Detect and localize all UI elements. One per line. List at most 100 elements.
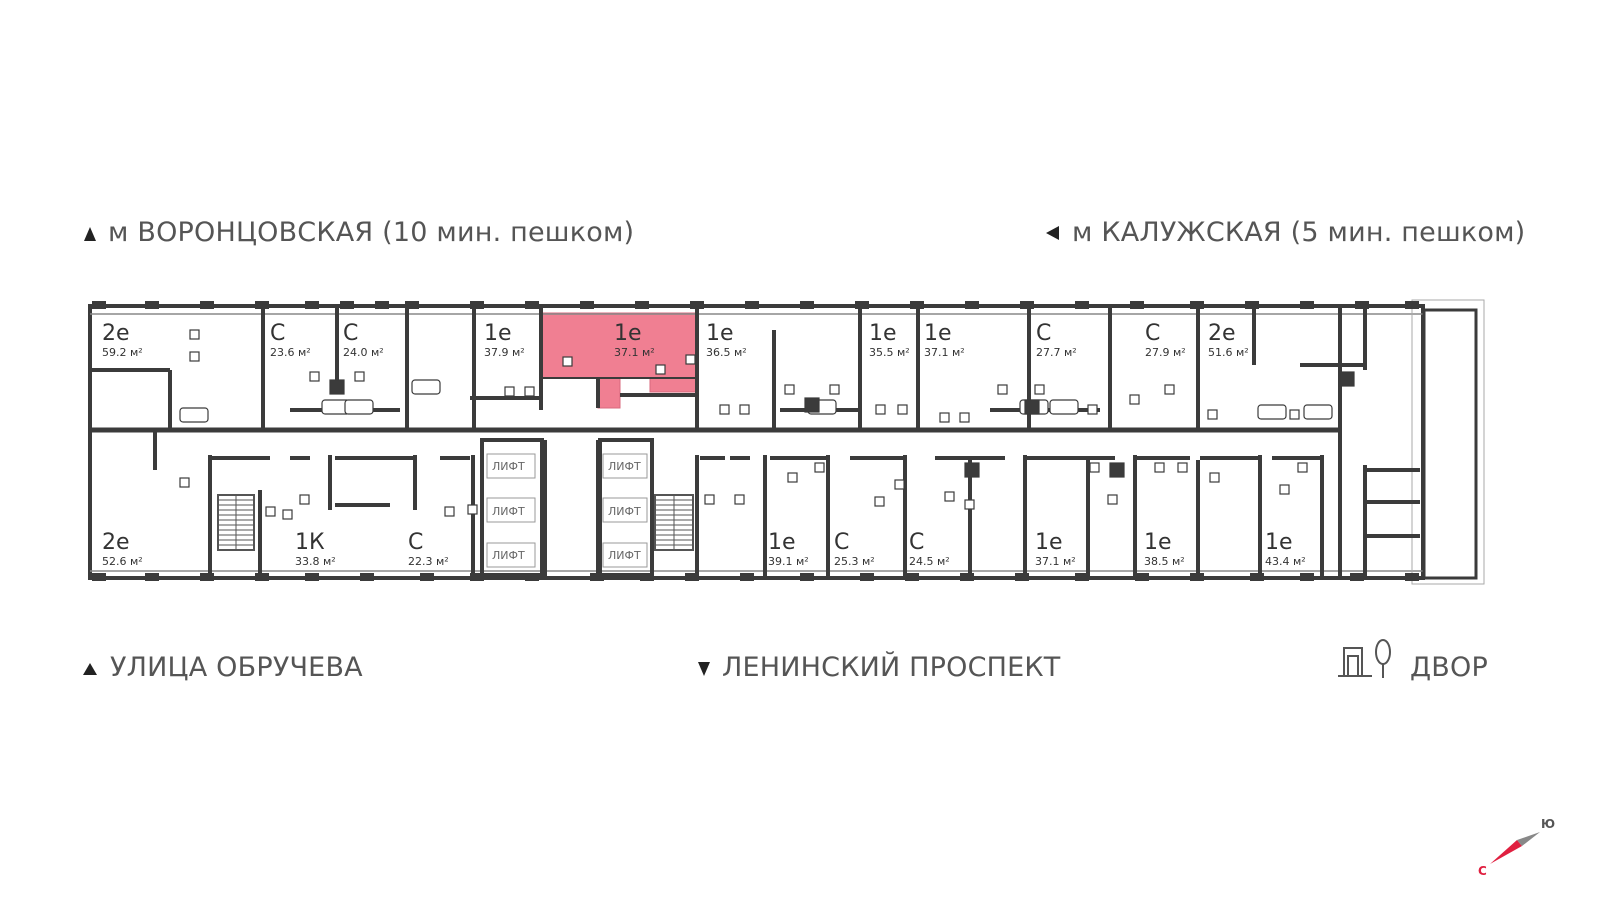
- apartment-type: 1е: [869, 321, 897, 346]
- elevator-shaft: [602, 453, 648, 479]
- apartment-area: 27.9 м²: [1145, 346, 1186, 359]
- window-mark: [405, 301, 419, 309]
- fixture: [1209, 472, 1220, 483]
- fixture: [189, 329, 200, 340]
- fixture: [1089, 462, 1100, 473]
- window-mark: [910, 301, 924, 309]
- window-mark: [1405, 301, 1419, 309]
- apartment-area: 33.8 м²: [295, 555, 336, 568]
- fixture: [189, 351, 200, 362]
- window-mark: [305, 301, 319, 309]
- bathtub: [344, 399, 374, 415]
- window-mark: [685, 573, 699, 581]
- window-mark: [1015, 573, 1029, 581]
- fixture: [874, 496, 885, 507]
- shaft: [1024, 399, 1040, 415]
- fixture: [282, 509, 293, 520]
- window-mark: [800, 301, 814, 309]
- apartment-type: С: [408, 530, 423, 555]
- lift-label: ЛИФТ: [492, 460, 525, 473]
- fixture: [944, 491, 955, 502]
- apartment-type: 1е: [768, 530, 796, 555]
- fixture: [1087, 404, 1098, 415]
- fixture: [784, 384, 795, 395]
- interior-walls-bottom: [153, 430, 1420, 578]
- fixture: [814, 462, 825, 473]
- window-mark: [965, 301, 979, 309]
- window-mark: [305, 573, 319, 581]
- courtyard-icon: [1338, 639, 1391, 678]
- elevator-shaft: [486, 453, 536, 479]
- window-mark: [470, 573, 484, 581]
- apartment-type: С: [343, 321, 358, 346]
- compass-north-label: С: [1478, 864, 1487, 878]
- window-marks: [92, 301, 1419, 581]
- apartment-type: 2е: [1208, 321, 1236, 346]
- window-mark: [255, 301, 269, 309]
- window-mark: [1020, 301, 1034, 309]
- fixture: [1034, 384, 1045, 395]
- shaft: [329, 379, 345, 395]
- apartment-area: 27.7 м²: [1036, 346, 1077, 359]
- window-mark: [1300, 573, 1314, 581]
- lift-label: ЛИФТ: [492, 505, 525, 518]
- window-mark: [145, 301, 159, 309]
- apartment-type: 1е: [706, 321, 734, 346]
- elevator-core: ЛИФТ ЛИФТ ЛИФТ ЛИФТ ЛИФТ ЛИФТ: [480, 438, 654, 577]
- fixture: [1279, 484, 1290, 495]
- lift-label: ЛИФТ: [608, 505, 641, 518]
- fixture: [739, 404, 750, 415]
- fixture: [734, 494, 745, 505]
- fixture: [685, 354, 696, 365]
- metro-kaluzhskaya-label: м КАЛУЖСКАЯ (5 мин. пешком): [1072, 217, 1526, 248]
- fixture: [1297, 462, 1308, 473]
- fixture: [299, 494, 310, 505]
- apartment-labels-top: 2е 59.2 м² С 23.6 м² С 24.0 м² 1е 37.9 м…: [102, 321, 1249, 359]
- window-mark: [580, 301, 594, 309]
- fixture: [964, 499, 975, 510]
- apartment-area: 24.0 м²: [343, 346, 384, 359]
- staircase: [217, 494, 694, 551]
- window-mark: [92, 573, 106, 581]
- bathtub: [411, 379, 441, 395]
- window-mark: [1130, 301, 1144, 309]
- window-mark: [740, 573, 754, 581]
- arrow-up-icon: [83, 663, 97, 675]
- shaft: [804, 397, 820, 413]
- apartment-area: 23.6 м²: [270, 346, 311, 359]
- window-mark: [525, 301, 539, 309]
- elevator-shaft: [602, 497, 648, 523]
- shaft: [1339, 371, 1355, 387]
- metro-vorontsovskaya-label: м ВОРОНЦОВСКАЯ (10 мин. пешком): [108, 217, 635, 248]
- window-mark: [1355, 301, 1369, 309]
- apartment-type: 1е: [484, 321, 512, 346]
- leninsky-prospekt-label: ЛЕНИНСКИЙ ПРОСПЕКТ: [722, 652, 1061, 683]
- courtyard-label: ДВОР: [1410, 652, 1488, 683]
- apartment-area: 25.3 м²: [834, 555, 875, 568]
- apartment-type: 1е: [1265, 530, 1293, 555]
- apartment-labels-bottom: 2е 52.6 м² 1К 33.8 м² С 22.3 м² 1е 39.1 …: [102, 530, 1306, 568]
- fixture: [309, 371, 320, 382]
- apartment-area: 52.6 м²: [102, 555, 143, 568]
- window-mark: [1405, 573, 1419, 581]
- fixture: [704, 494, 715, 505]
- window-mark: [1300, 301, 1314, 309]
- window-mark: [145, 573, 159, 581]
- window-mark: [635, 301, 649, 309]
- shaft: [964, 462, 980, 478]
- fixture: [1207, 409, 1218, 420]
- fixture: [787, 472, 798, 483]
- window-mark: [1245, 301, 1259, 309]
- bathtub: [1257, 404, 1287, 420]
- lift-label: ЛИФТ: [608, 460, 641, 473]
- window-mark: [745, 301, 759, 309]
- apartment-area: 38.5 м²: [1144, 555, 1185, 568]
- window-mark: [360, 573, 374, 581]
- fixture: [1164, 384, 1175, 395]
- apartment-type: С: [270, 321, 285, 346]
- fixture: [467, 504, 478, 515]
- window-mark: [1190, 301, 1204, 309]
- lift-label: ЛИФТ: [492, 549, 525, 562]
- window-mark: [1350, 573, 1364, 581]
